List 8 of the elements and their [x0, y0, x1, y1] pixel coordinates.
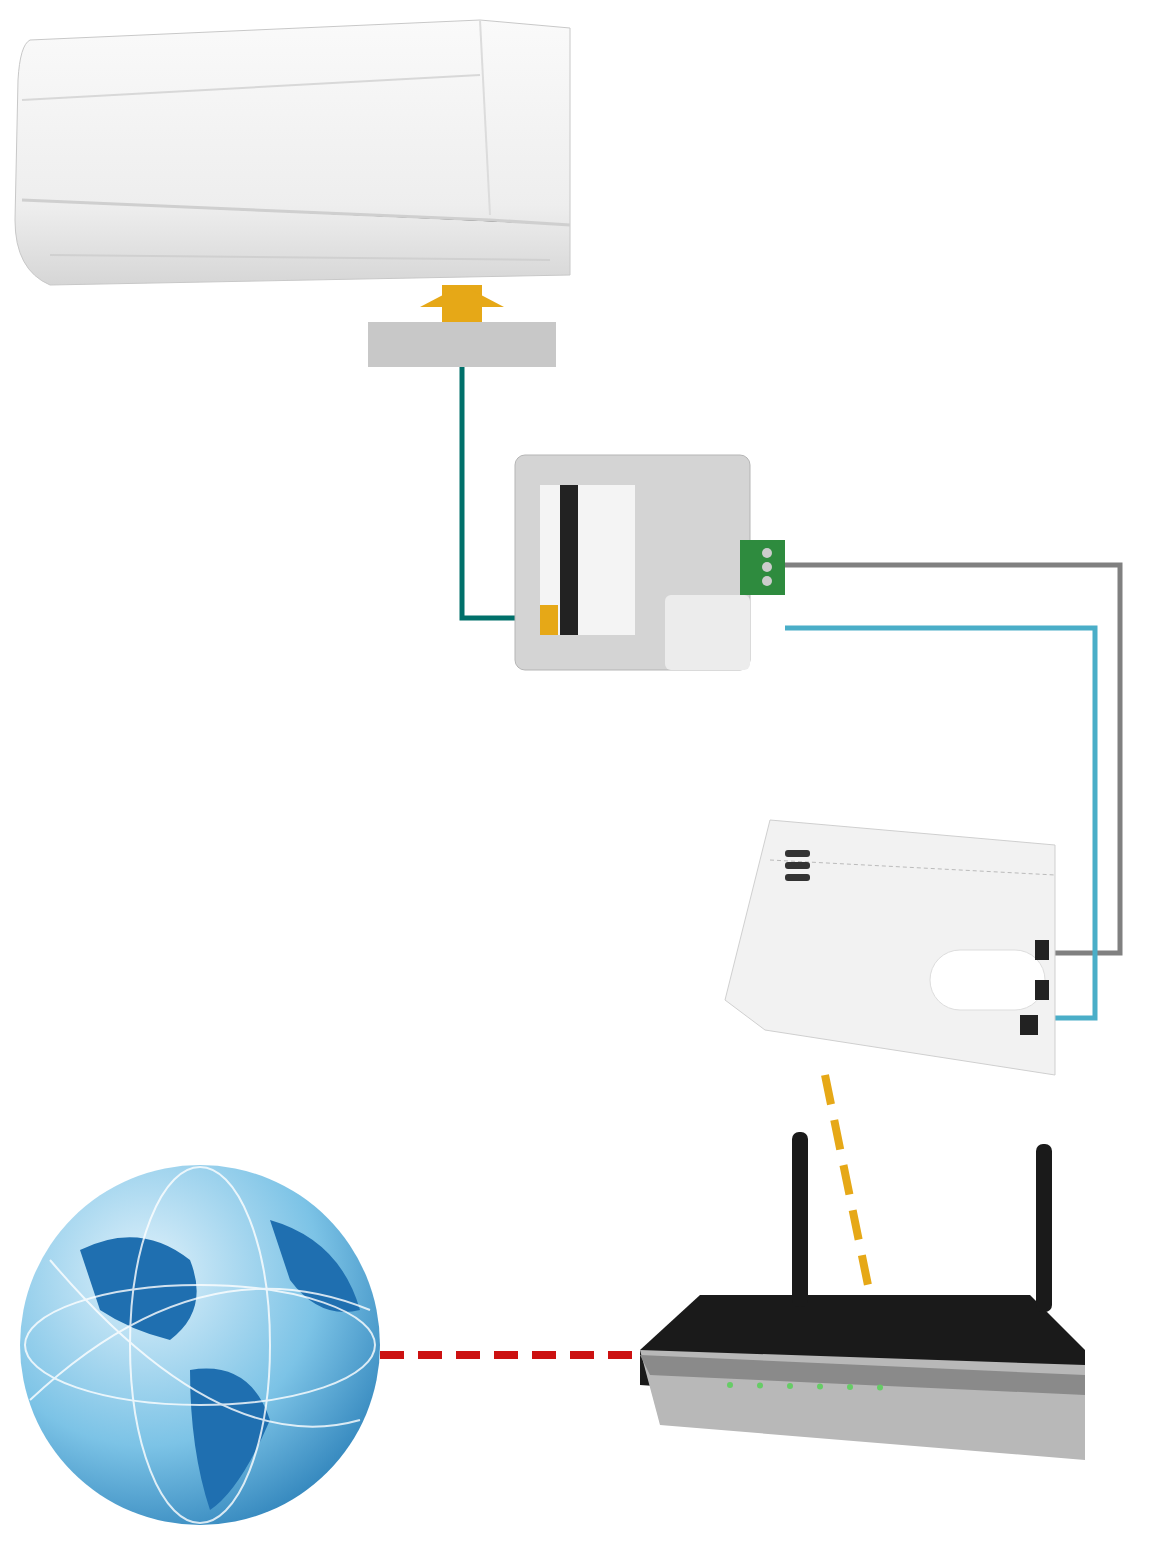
adapter-bar [368, 322, 556, 367]
arrow [420, 285, 504, 322]
cable-line [785, 625, 1098, 1021]
cable-line [785, 562, 1123, 956]
router-drawing [640, 1295, 1085, 1460]
access-point-drawing [725, 820, 1055, 1075]
controller-module-drawing [515, 455, 785, 670]
cable-line [459, 367, 515, 621]
